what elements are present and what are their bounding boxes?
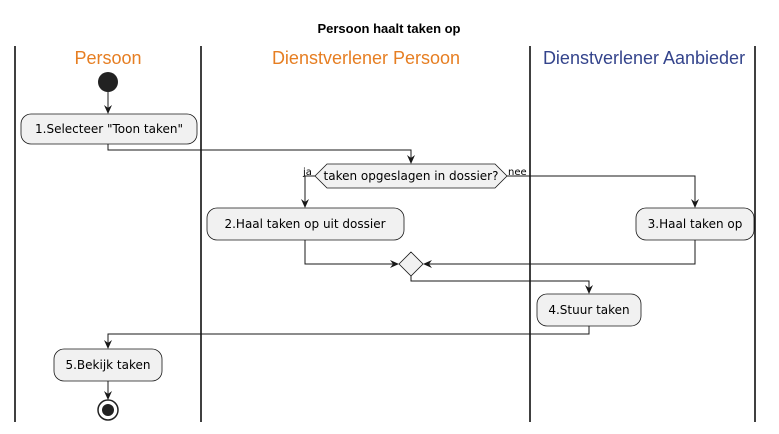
decision-no-label: nee bbox=[508, 167, 527, 178]
arrowhead bbox=[407, 155, 415, 164]
edge-a1-decision bbox=[107, 144, 412, 158]
arrowhead bbox=[390, 260, 399, 268]
arrowhead bbox=[301, 199, 309, 208]
arrowhead bbox=[585, 285, 593, 294]
activity-5-label: 5.Bekijk taken bbox=[65, 358, 150, 372]
lane-title-dienstverlener-aanbieder: Dienstverlener Aanbieder bbox=[543, 48, 745, 68]
decision-question: taken opgeslagen in dossier? bbox=[324, 169, 499, 183]
end-node-inner bbox=[102, 404, 114, 416]
edge-merge-a4 bbox=[410, 276, 590, 288]
activity-1-box bbox=[20, 113, 198, 145]
lane-title-persoon: Persoon bbox=[74, 48, 141, 68]
edge-a4-a5 bbox=[107, 326, 590, 343]
diagram-title: Persoon haalt taken op bbox=[317, 21, 460, 36]
edge-decision-no bbox=[507, 175, 696, 202]
activity-1-label: 1.Selecteer "Toon taken" bbox=[35, 122, 183, 136]
activity-2-label: 2.Haal taken op uit dossier bbox=[224, 217, 385, 231]
edge-a2-merge bbox=[304, 240, 393, 265]
activity-3-label: 3.Haal taken op bbox=[648, 217, 743, 231]
edge-decision-yes bbox=[304, 175, 315, 202]
arrowhead bbox=[423, 260, 432, 268]
arrowhead bbox=[104, 391, 112, 400]
arrowhead bbox=[104, 340, 112, 349]
arrowhead bbox=[691, 199, 699, 208]
start-node bbox=[98, 72, 118, 92]
decision-yes-label: ja bbox=[302, 167, 312, 178]
arrowhead bbox=[104, 105, 112, 114]
lane-title-dienstverlener-persoon: Dienstverlener Persoon bbox=[272, 48, 460, 68]
merge-node bbox=[398, 251, 424, 277]
edge-a3-merge bbox=[429, 240, 696, 265]
activity-4-label: 4.Stuur taken bbox=[548, 303, 629, 317]
